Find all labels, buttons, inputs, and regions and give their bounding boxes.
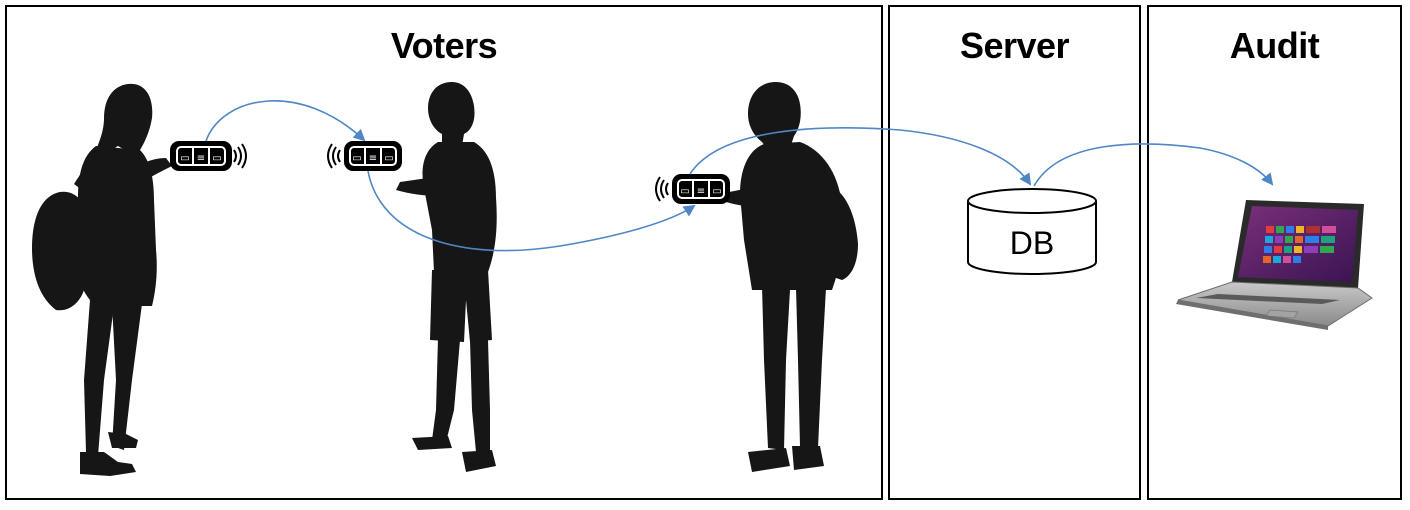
- svg-text:▭: ▭: [352, 153, 361, 164]
- voter-2-silhouette: [396, 82, 497, 472]
- svg-text:▭: ▭: [712, 186, 721, 197]
- wireless-signal-icon: [233, 143, 247, 169]
- database-cylinder: DB: [967, 188, 1097, 275]
- laptop: [1176, 200, 1373, 330]
- wireless-signal-icon: [327, 143, 341, 169]
- arrow-db-to-laptop: [1033, 143, 1274, 187]
- voter-1-silhouette: [32, 83, 172, 476]
- voting-device-1: ▭ ≡ ▭: [170, 141, 232, 171]
- svg-text:≡: ≡: [197, 153, 205, 164]
- wireless-signal-icon: [655, 176, 669, 202]
- svg-text:≡: ≡: [369, 153, 377, 164]
- laptop-screen-tiles: [1263, 226, 1336, 263]
- svg-text:≡: ≡: [697, 186, 705, 197]
- svg-text:▭: ▭: [384, 153, 393, 164]
- voting-device-2: ▭ ≡ ▭: [344, 141, 402, 171]
- voters-title: Voters: [390, 25, 498, 66]
- svg-text:▭: ▭: [180, 153, 189, 164]
- arrow-device2-to-device3: [367, 170, 696, 252]
- arrow-device3-to-db: [689, 127, 1032, 186]
- flow-arrows: [205, 100, 1274, 252]
- db-label: DB: [1010, 225, 1054, 261]
- svg-text:▭: ▭: [680, 186, 689, 197]
- svg-text:▭: ▭: [212, 153, 221, 164]
- voter-3-silhouette: [726, 82, 858, 472]
- audit-title: Audit: [1229, 25, 1320, 66]
- arrow-device1-to-device2: [205, 100, 366, 142]
- voting-device-3: ▭ ≡ ▭: [672, 174, 730, 204]
- server-title: Server: [959, 25, 1070, 66]
